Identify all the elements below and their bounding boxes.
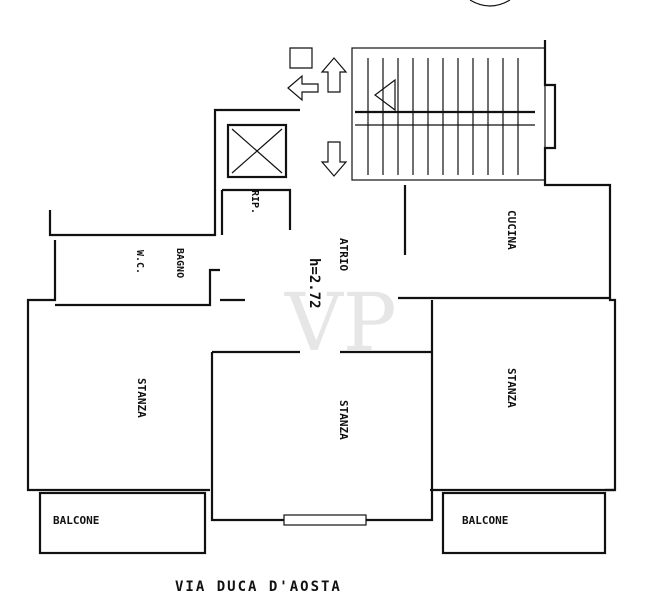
label-height: h=2.72	[306, 258, 322, 309]
label-balcone-right: BALCONE	[462, 514, 508, 527]
outer-wall-right	[543, 40, 617, 492]
outer-wall-top-left	[48, 108, 300, 237]
wall-bagno-bottom	[55, 268, 245, 307]
left-arrow-icon	[287, 74, 319, 102]
watermark: VP	[284, 276, 397, 369]
label-balcone-left: BALCONE	[53, 514, 99, 527]
wall-rip	[220, 188, 292, 235]
top-arc	[469, 0, 511, 7]
label-wc: W.C.	[134, 250, 145, 274]
label-stanza-center: STANZA	[337, 400, 350, 440]
window-center	[283, 514, 367, 526]
label-rip: RIP.	[249, 190, 260, 214]
small-square-icon	[289, 47, 313, 69]
label-stanza-right: STANZA	[505, 368, 518, 408]
stair-direction-arrow	[374, 78, 396, 112]
up-arrow-icon	[320, 57, 348, 93]
stair-block	[351, 47, 546, 181]
down-arrow-icon	[320, 141, 348, 177]
balcony-left	[38, 491, 207, 555]
outer-wall-left	[26, 240, 57, 492]
street-label: VIA DUCA D'AOSTA	[175, 579, 342, 595]
wall-center-right	[366, 352, 434, 522]
label-atrio: ATRIO	[337, 238, 350, 271]
balcony-right	[441, 491, 607, 555]
stair-treads	[355, 58, 535, 175]
elevator-cross-2	[231, 128, 283, 174]
label-cucina: CUCINA	[505, 210, 518, 250]
label-stanza-left: STANZA	[135, 378, 148, 418]
elevator-shaft	[226, 123, 288, 179]
label-bagno: BAGNO	[174, 248, 185, 278]
wall-center-left	[210, 352, 284, 522]
